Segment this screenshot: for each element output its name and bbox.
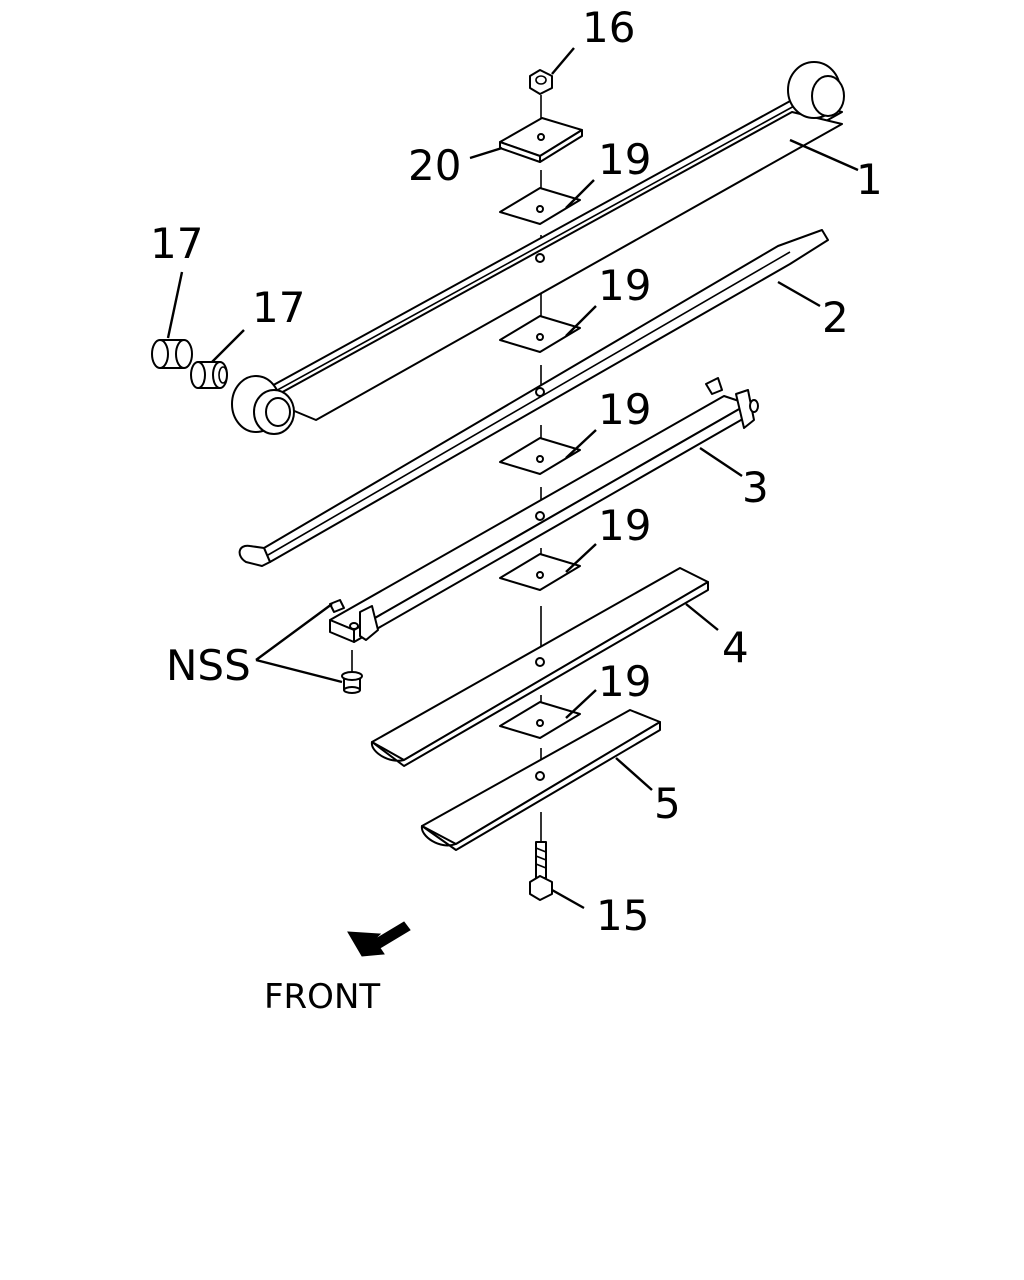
label-nss: NSS — [166, 641, 251, 690]
pad-part-19-a[interactable] — [499, 187, 581, 225]
label-part-19-b: 19 — [598, 261, 651, 310]
leaf-part-5[interactable] — [420, 709, 661, 851]
center-bolt-part-15[interactable] — [529, 841, 553, 901]
label-part-4: 4 — [722, 623, 749, 672]
pad-part-19-b[interactable] — [499, 315, 581, 353]
plate-part-20[interactable] — [499, 117, 583, 163]
leaf-part-4[interactable] — [370, 567, 709, 767]
label-part-2: 2 — [822, 293, 849, 342]
leader-lines — [166, 47, 859, 910]
pad-part-19-e[interactable] — [499, 701, 581, 739]
nut-part-16[interactable] — [529, 69, 553, 95]
label-part-17-b: 17 — [252, 283, 305, 332]
pad-part-19-d[interactable] — [499, 553, 581, 591]
nss-bolt[interactable] — [341, 650, 363, 694]
pad-part-19-c[interactable] — [499, 437, 581, 475]
leaf-part-3[interactable] — [329, 377, 759, 643]
label-part-19-c: 19 — [598, 385, 651, 434]
leaf-part-2[interactable] — [238, 229, 829, 567]
label-part-19-e: 19 — [598, 657, 651, 706]
label-part-19-d: 19 — [598, 501, 651, 550]
label-part-20: 20 — [408, 141, 461, 190]
bushing-part-17-b[interactable] — [190, 361, 228, 389]
label-part-15: 15 — [596, 891, 649, 940]
label-part-3: 3 — [742, 463, 769, 512]
bushing-part-17-a[interactable] — [151, 339, 193, 369]
label-front: FRONT — [264, 977, 380, 1017]
front-arrow-icon — [347, 921, 411, 957]
label-part-19-a: 19 — [598, 135, 651, 184]
label-part-5: 5 — [654, 779, 681, 828]
label-part-17-a: 17 — [150, 219, 203, 268]
label-part-16: 16 — [582, 3, 635, 52]
label-part-1: 1 — [856, 155, 883, 204]
main-leaf-part-1[interactable] — [231, 61, 845, 435]
